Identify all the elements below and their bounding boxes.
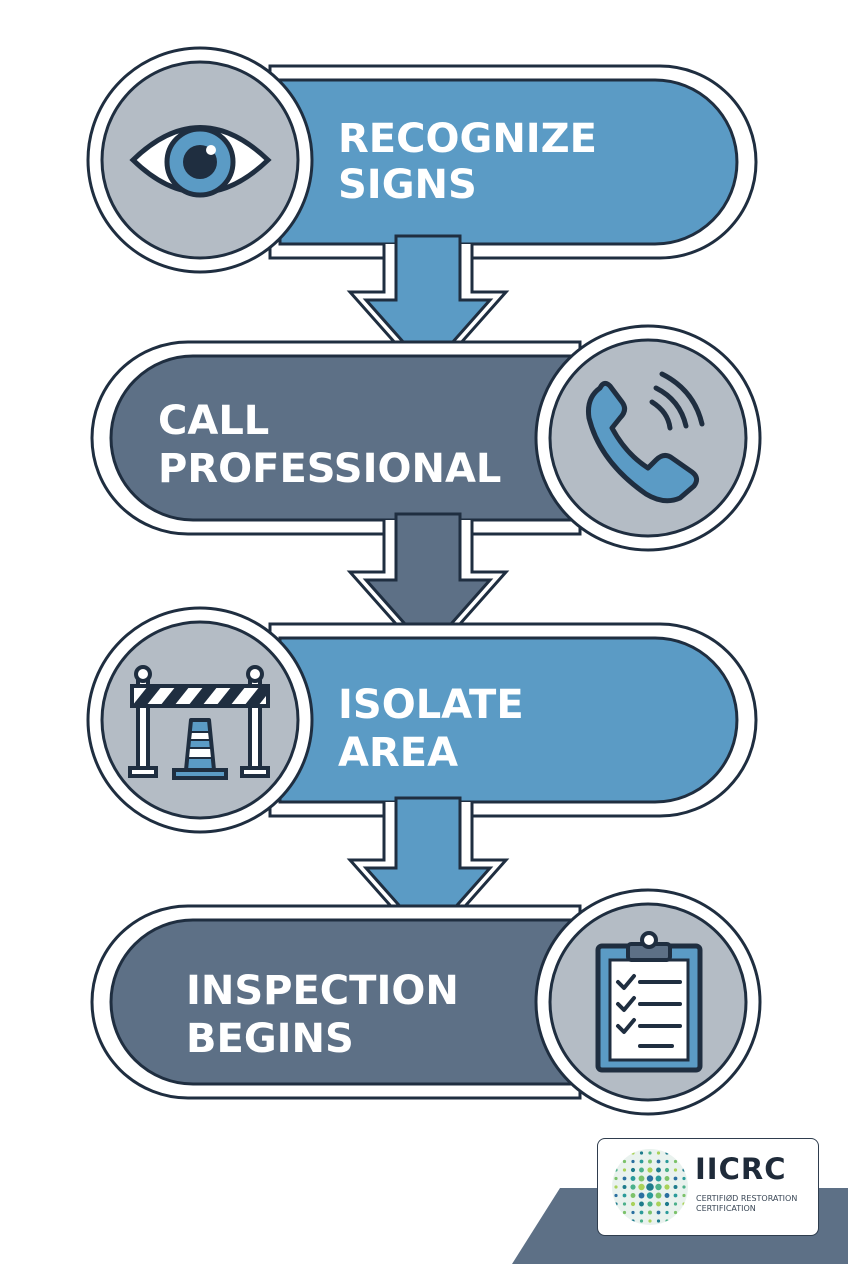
globe-dot: [656, 1167, 661, 1173]
globe-dot: [664, 1184, 670, 1190]
globe-dot: [673, 1185, 678, 1189]
globe-dot: [673, 1210, 678, 1215]
globe-dot: [630, 1193, 636, 1198]
globe-dot: [614, 1202, 618, 1206]
globe-dot: [622, 1185, 627, 1189]
globe-dot: [622, 1176, 627, 1181]
step-call-professional: CALL PROFESSIONAL: [90, 324, 762, 552]
globe-dot: [631, 1219, 635, 1223]
globe-dot: [648, 1159, 652, 1164]
globe-dot: [682, 1185, 686, 1189]
clipboard-checklist-icon: [595, 931, 703, 1073]
step-label-line1: ISOLATE: [338, 682, 524, 728]
globe-dot: [656, 1210, 661, 1215]
globe-dot: [646, 1175, 654, 1182]
globe-dot: [647, 1167, 653, 1173]
phone-icon: [586, 371, 705, 504]
globe-dot: [656, 1151, 661, 1155]
globe-dot: [614, 1168, 618, 1172]
step-label-line1: INSPECTION: [186, 968, 459, 1014]
globe-dot: [656, 1159, 661, 1164]
globe-dot: [638, 1175, 645, 1182]
globe-dot: [665, 1219, 669, 1223]
globe-dot: [630, 1167, 636, 1173]
globe-logo-icon: [612, 1149, 688, 1225]
globe-dot: [631, 1159, 635, 1164]
globe-dot: [638, 1183, 645, 1191]
globe-dot: [614, 1185, 618, 1189]
step-isolate-area: ISOLATE AREA: [86, 606, 758, 834]
globe-dot: [648, 1210, 652, 1215]
globe-dot: [673, 1193, 678, 1198]
globe-dot: [655, 1192, 662, 1199]
globe-dot: [639, 1201, 644, 1207]
globe-dot: [630, 1184, 636, 1190]
step-label-line2: SIGNS: [338, 162, 477, 208]
step-inspection-begins: INSPECTION BEGINS: [90, 888, 762, 1116]
globe-dot: [664, 1193, 670, 1198]
globe-dot: [646, 1192, 654, 1199]
globe-dot: [622, 1193, 627, 1198]
badge-subtitle-line2: CERTIFICATION: [696, 1204, 756, 1213]
globe-dot: [631, 1151, 635, 1155]
globe-dot: [682, 1168, 686, 1172]
eye-icon: [129, 125, 272, 198]
step-label-line2: BEGINS: [186, 1016, 354, 1062]
globe-dot: [630, 1176, 636, 1181]
globe-dot: [639, 1159, 644, 1164]
globe-dot: [682, 1176, 686, 1181]
barrier-cone-icon: [128, 665, 270, 780]
step-label-line1: CALL: [158, 398, 269, 444]
globe-dot: [648, 1151, 652, 1155]
certification-badge: IICRC CERTIFIØD RESTORATION CERTIFICATIO…: [597, 1138, 819, 1236]
globe-dot: [655, 1175, 662, 1182]
globe-dot: [665, 1210, 669, 1215]
globe-dot: [639, 1167, 644, 1173]
step-recognize-signs: RECOGNIZE SIGNS: [86, 46, 758, 274]
globe-dot: [665, 1151, 669, 1155]
globe-dot: [656, 1201, 661, 1207]
globe-dot: [664, 1167, 670, 1173]
globe-dot: [665, 1159, 669, 1164]
badge-subtitle-line1: CERTIFIØD RESTORATION: [696, 1194, 798, 1203]
globe-dot: [622, 1202, 627, 1206]
globe-dot: [673, 1168, 678, 1172]
globe-dot: [682, 1193, 686, 1198]
globe-dot: [647, 1201, 653, 1207]
globe-dot: [656, 1219, 661, 1223]
globe-dot: [622, 1168, 627, 1172]
globe-dot: [673, 1176, 678, 1181]
step-label-line2: PROFESSIONAL: [158, 446, 501, 492]
globe-dot: [631, 1210, 635, 1215]
globe-dot: [639, 1210, 644, 1215]
globe-dot: [673, 1202, 678, 1206]
globe-dot: [638, 1192, 645, 1199]
globe-dot: [614, 1193, 618, 1198]
step-label-line1: RECOGNIZE: [338, 116, 597, 162]
globe-dot: [646, 1183, 654, 1191]
globe-dot: [639, 1151, 644, 1155]
globe-dot: [664, 1201, 670, 1207]
badge-title: IICRC: [695, 1152, 787, 1186]
globe-dot: [614, 1176, 618, 1181]
globe-dot: [648, 1219, 652, 1223]
globe-dot: [655, 1183, 662, 1191]
globe-dot: [622, 1159, 627, 1164]
globe-dot: [664, 1176, 670, 1181]
globe-dot: [630, 1201, 636, 1207]
globe-dot: [622, 1210, 627, 1215]
step-label-line2: AREA: [338, 730, 458, 776]
globe-dot: [682, 1202, 686, 1206]
globe-dot: [639, 1219, 644, 1223]
globe-dot: [673, 1159, 678, 1164]
